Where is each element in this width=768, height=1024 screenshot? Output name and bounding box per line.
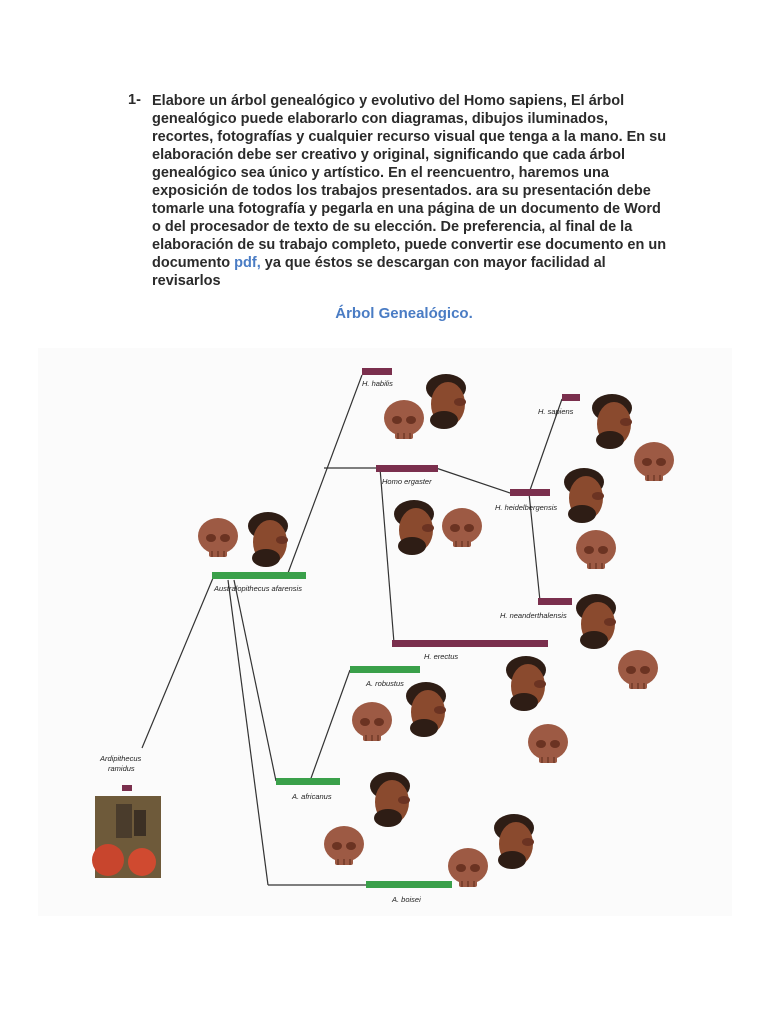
label-h-habilis: H. habilis: [362, 379, 393, 388]
bar-h-habilis: [362, 368, 392, 375]
bar-h-sapiens: [562, 394, 580, 401]
label-h-erectus: H. erectus: [424, 652, 458, 661]
bar-homo-ergaster: [376, 465, 438, 472]
bar-australopithecus-afarensis: [212, 572, 306, 579]
label-ardipithecus: Ardipithecus: [99, 754, 142, 763]
bar-a-boisei: [366, 881, 452, 888]
bar-ardipithecus: [122, 785, 132, 791]
label-a-boisei: A. boisei: [391, 895, 421, 904]
tree-diagram: H. habilis H. sapiens Homo ergaster H. h…: [38, 348, 732, 916]
label-a-robustus: A. robustus: [365, 679, 404, 688]
label-ramidus: ramidus: [108, 764, 135, 773]
instruction-block: 1- Elabore un árbol genealógico y evolut…: [128, 92, 668, 290]
page-title: Árbol Genealógico.: [335, 305, 473, 322]
bar-h-erectus: [392, 640, 548, 647]
instruction-text-part1: Elabore un árbol genealógico y evolutivo…: [152, 93, 667, 271]
bar-a-robustus: [350, 666, 420, 673]
bar-a-africanus: [276, 778, 340, 785]
label-homo-ergaster: Homo ergaster: [382, 477, 432, 486]
bar-h-heidelbergensis: [510, 489, 550, 496]
label-a-africanus: A. africanus: [291, 792, 332, 801]
instruction-text-part2: ya que éstos se descargan con mayor faci…: [152, 255, 606, 289]
tree-lines: [141, 374, 563, 886]
pdf-link[interactable]: pdf,: [234, 255, 261, 271]
evolution-tree-figure: H. habilis H. sapiens Homo ergaster H. h…: [38, 348, 732, 916]
item-number: 1-: [128, 92, 141, 108]
instruction-text: Elabore un árbol genealógico y evolutivo…: [152, 92, 668, 290]
bar-h-neanderthalensis: [538, 598, 572, 605]
label-h-neanderthalensis: H. neanderthalensis: [500, 611, 567, 620]
label-h-sapiens: H. sapiens: [538, 407, 574, 416]
label-h-heidelbergensis: H. heidelbergensis: [495, 503, 557, 512]
label-australopithecus-afarensis: Australopithecus afarensis: [213, 584, 302, 593]
ardipithecus-photo: [92, 796, 161, 878]
